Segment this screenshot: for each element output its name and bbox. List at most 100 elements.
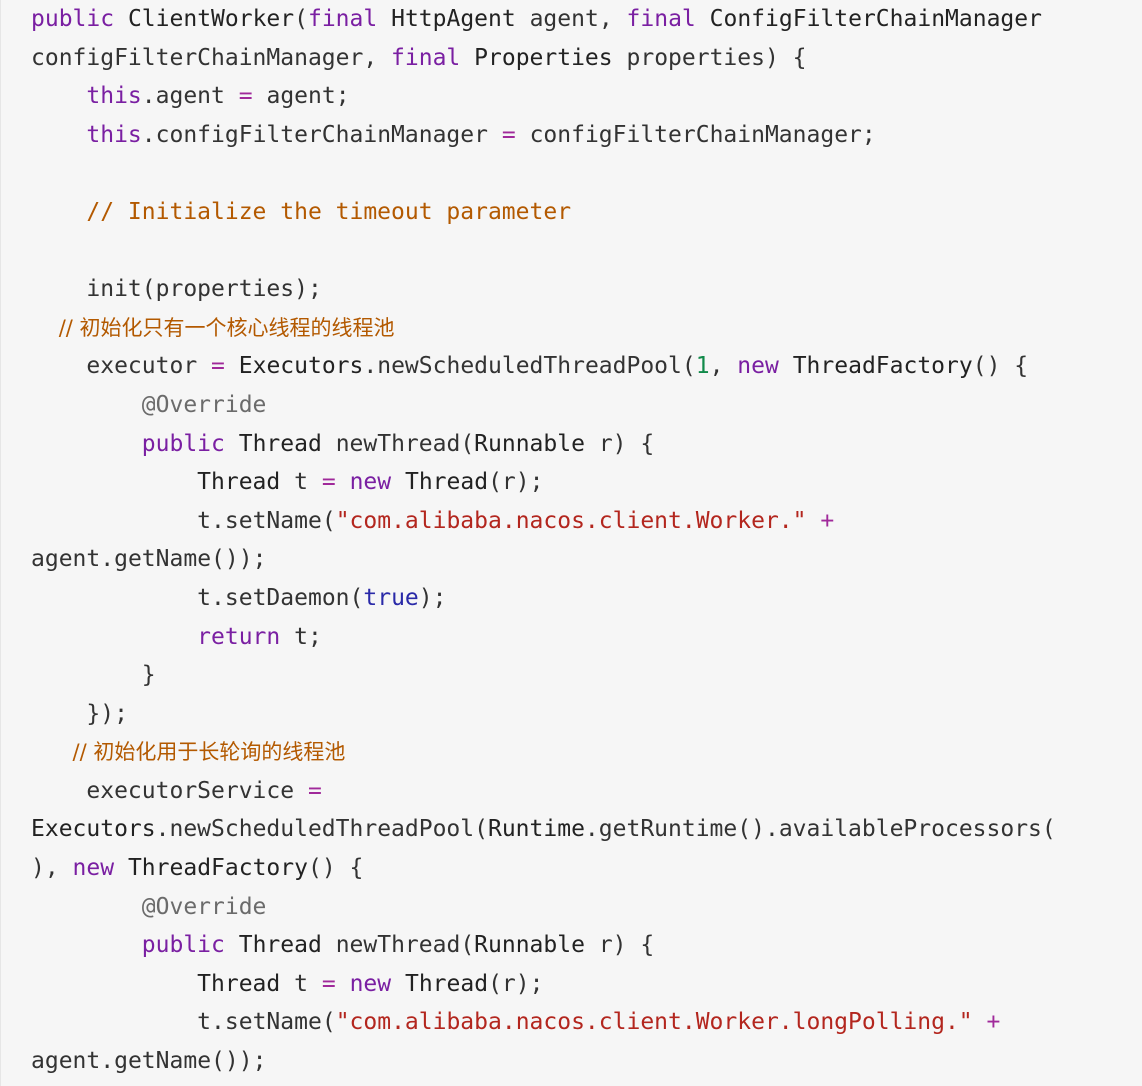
code-lines: public ClientWorker(final HttpAgent agen… [31,0,1142,1081]
code-token [391,971,405,997]
code-token [322,431,336,457]
code-token: getName [114,546,212,573]
code-token: ( [349,584,364,611]
code-token: agent [31,1048,101,1075]
code-token [488,122,502,148]
code-token: r [501,469,516,496]
code-token: ThreadFactory [127,855,308,882]
code-token: agent [155,83,225,110]
code-token: newScheduledThreadPool [377,353,682,380]
code-token: executorService [86,777,295,804]
code-token: ) { [612,932,655,959]
code-token: ( [460,932,475,959]
code-token: . [584,816,599,843]
code-token: + [820,507,835,534]
code-token: // 初始化用于长轮询的线程池 [72,740,346,765]
code-token: ( [294,6,308,32]
code-line: this.configFilterChainManager = configFi… [31,116,1142,155]
code-token [197,353,211,379]
code-token: setDaemon [224,584,350,611]
code-line: public ClientWorker(final HttpAgent agen… [31,0,1142,39]
code-token: ( [321,1009,336,1036]
code-token: . [211,507,225,534]
code-token: final [391,44,461,71]
code-token: ( [1041,816,1056,843]
code-line: public Thread newThread(Runnable r) { [31,926,1142,965]
code-token [807,508,821,534]
code-token [31,353,86,379]
code-token [585,431,599,457]
code-token [31,894,142,920]
code-token: new [349,469,392,496]
code-token: agent [529,6,599,32]
code-token [114,855,128,881]
code-token: public [31,6,115,32]
code-token: @Override [141,391,267,418]
code-token: init [86,276,142,303]
code-token: , [709,353,738,380]
code-token: final [626,6,696,32]
code-line: ​ [31,232,1142,271]
code-token: return [197,623,281,650]
code-token: Thread [197,469,281,496]
code-line: executorService = [31,772,1142,811]
code-token [253,83,267,109]
code-token: newThread [335,430,461,457]
code-token [516,6,530,32]
code-token: . [141,83,156,110]
code-token: ( [321,507,336,534]
code-line: Executors.newScheduledThreadPool(Runtime… [31,810,1142,849]
code-token [225,932,239,958]
code-token: public [141,430,225,457]
code-token: ()); [211,546,267,573]
code-token [31,199,86,225]
code-token: ); [294,276,322,303]
code-token: = [238,83,253,110]
code-token: Runnable [474,430,585,457]
code-token: HttpAgent [391,6,516,32]
code-line: Thread t = new Thread(r); [31,965,1142,1004]
code-token: Executors [31,816,156,843]
code-token [225,353,239,379]
code-token: Thread [404,469,489,496]
code-token: = [211,353,225,380]
code-token: ()); [211,1048,267,1075]
code-line: t.setName("com.alibaba.nacos.client.Work… [31,502,1142,541]
code-token: public [141,932,225,959]
code-token: 1 [695,353,710,380]
code-token [336,971,350,997]
code-token: Runtime [487,816,585,843]
code-token: = [321,469,336,496]
code-token [31,469,197,495]
code-token: . [141,121,156,148]
code-token: ( [141,276,156,303]
code-line: // 初始化只有一个核心线程的线程池 [31,309,1142,348]
code-token: Executors [238,353,364,380]
code-token: ; [861,121,876,148]
code-token: ), [31,855,73,882]
code-token [31,122,86,148]
code-token: r [501,970,516,997]
code-token: // Initialize the timeout parameter [86,198,572,225]
code-line: init(properties); [31,270,1142,309]
code-token: availableProcessors [778,816,1042,843]
code-token: Thread [197,970,281,997]
code-token: t [197,584,212,611]
code-token [31,83,86,109]
code-line: Thread t = new Thread(r); [31,463,1142,502]
code-line: configFilterChainManager, final Properti… [31,39,1142,78]
code-token: this [86,121,142,148]
code-token: t [294,623,308,650]
code-line: ), new ThreadFactory() { [31,849,1142,888]
code-token [308,469,322,495]
code-token: ThreadFactory [792,353,973,380]
code-token [31,1009,197,1035]
code-token [31,315,59,341]
code-token [31,276,86,302]
code-token: . [100,1048,115,1075]
code-token [779,353,793,379]
code-token [31,739,73,765]
code-token [308,971,322,997]
code-token: setName [224,1009,322,1036]
